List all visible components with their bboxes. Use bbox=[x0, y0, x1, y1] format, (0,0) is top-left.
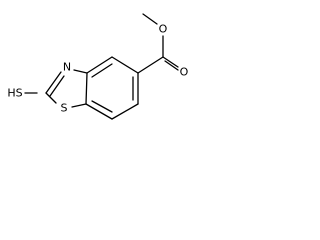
bonds bbox=[24, 13, 179, 120]
atom-thiol-s: HS bbox=[7, 87, 22, 100]
atom-thiazole-n: N bbox=[63, 61, 71, 74]
bond-c4-c5 bbox=[111, 56, 139, 74]
bond-c7-c7a bbox=[85, 103, 113, 120]
bond-c2-n3-double bbox=[49, 75, 65, 97]
bond-c3a-c4 bbox=[86, 56, 113, 74]
bond-ester-o-methyl bbox=[142, 13, 158, 25]
chemical-structure: HS S N O O bbox=[7, 13, 189, 120]
atom-ester-o: O bbox=[159, 23, 168, 36]
bond-carbonyl-o-double bbox=[164, 60, 179, 71]
atom-carbonyl-o: O bbox=[180, 66, 189, 79]
atom-thiazole-s: S bbox=[61, 102, 68, 115]
bond-c3a-c7a bbox=[85, 72, 88, 105]
bond-carbonyl-o bbox=[162, 56, 179, 68]
bond-c3a-c4-double bbox=[91, 63, 113, 78]
bond-c6-c7 bbox=[111, 103, 139, 120]
bond-c2-s1 bbox=[45, 92, 57, 104]
bond-c5-carbonyl bbox=[137, 56, 164, 74]
bond-n3-c3a bbox=[73, 69, 88, 74]
bond-c2-n3 bbox=[45, 71, 62, 94]
atom-labels: HS S N O O bbox=[7, 23, 188, 115]
bond-c7-c7a-double bbox=[91, 100, 113, 113]
bond-s1-c7a bbox=[71, 103, 87, 108]
